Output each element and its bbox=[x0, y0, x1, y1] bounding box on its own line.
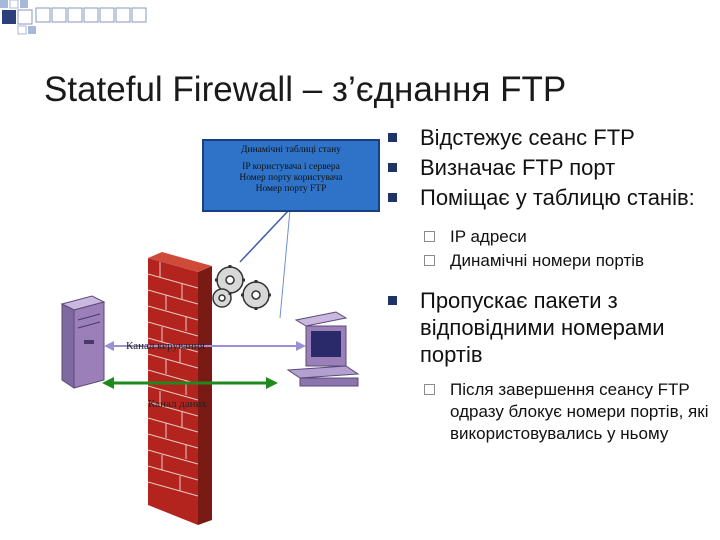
bullet-item: Визначає FTP порт bbox=[384, 154, 714, 181]
brick-wall bbox=[147, 252, 212, 525]
slide-title: Stateful Firewall – з’єднання FTP bbox=[44, 70, 567, 109]
hollow-square-bullet-icon bbox=[424, 255, 435, 266]
bullet-list: Відстежує сеанс FTP Визначає FTP порт По… bbox=[384, 124, 714, 447]
bullet-item: Пропускає пакети з відповідними номерами… bbox=[384, 287, 714, 368]
state-table-title: Динамічні таблиці стану bbox=[241, 145, 341, 155]
state-table-lines: IP користувача і сервера Номер порту кор… bbox=[204, 162, 378, 195]
square-bullet-icon bbox=[388, 133, 397, 142]
bullet-item: Поміщає у таблицю станів: bbox=[384, 184, 714, 211]
square-bullet-icon bbox=[388, 296, 397, 305]
gears-icon bbox=[212, 265, 271, 310]
hollow-square-bullet-icon bbox=[424, 384, 435, 395]
state-table-line: Номер порту FTP bbox=[255, 184, 327, 194]
hollow-square-bullet-icon bbox=[424, 231, 435, 242]
square-bullet-icon bbox=[388, 193, 397, 202]
client-computer-icon bbox=[286, 311, 360, 387]
server-icon bbox=[60, 295, 106, 389]
sub-bullet-item: IP адреси bbox=[384, 226, 714, 248]
bullet-item: Відстежує сеанс FTP bbox=[384, 124, 714, 151]
state-table-box: Динамічні таблиці стану IP користувача і… bbox=[202, 139, 380, 212]
control-channel-label: Канал керування bbox=[126, 340, 205, 352]
connector-line bbox=[239, 209, 290, 263]
connector-line-2 bbox=[279, 209, 291, 319]
sub-bullet-item: Після завершення сеансу FTP одразу блоку… bbox=[384, 379, 714, 445]
decorative-squares bbox=[0, 0, 147, 35]
state-table-line: Номер порту користувача bbox=[239, 173, 343, 183]
data-channel-arrow bbox=[102, 377, 278, 389]
data-channel-label: Канал даних bbox=[148, 398, 207, 410]
control-channel-arrow bbox=[104, 341, 306, 351]
sub-bullet-item: Динамічні номери портів bbox=[384, 250, 714, 272]
square-bullet-icon bbox=[388, 163, 397, 172]
state-table-line: IP користувача і сервера bbox=[242, 162, 340, 172]
